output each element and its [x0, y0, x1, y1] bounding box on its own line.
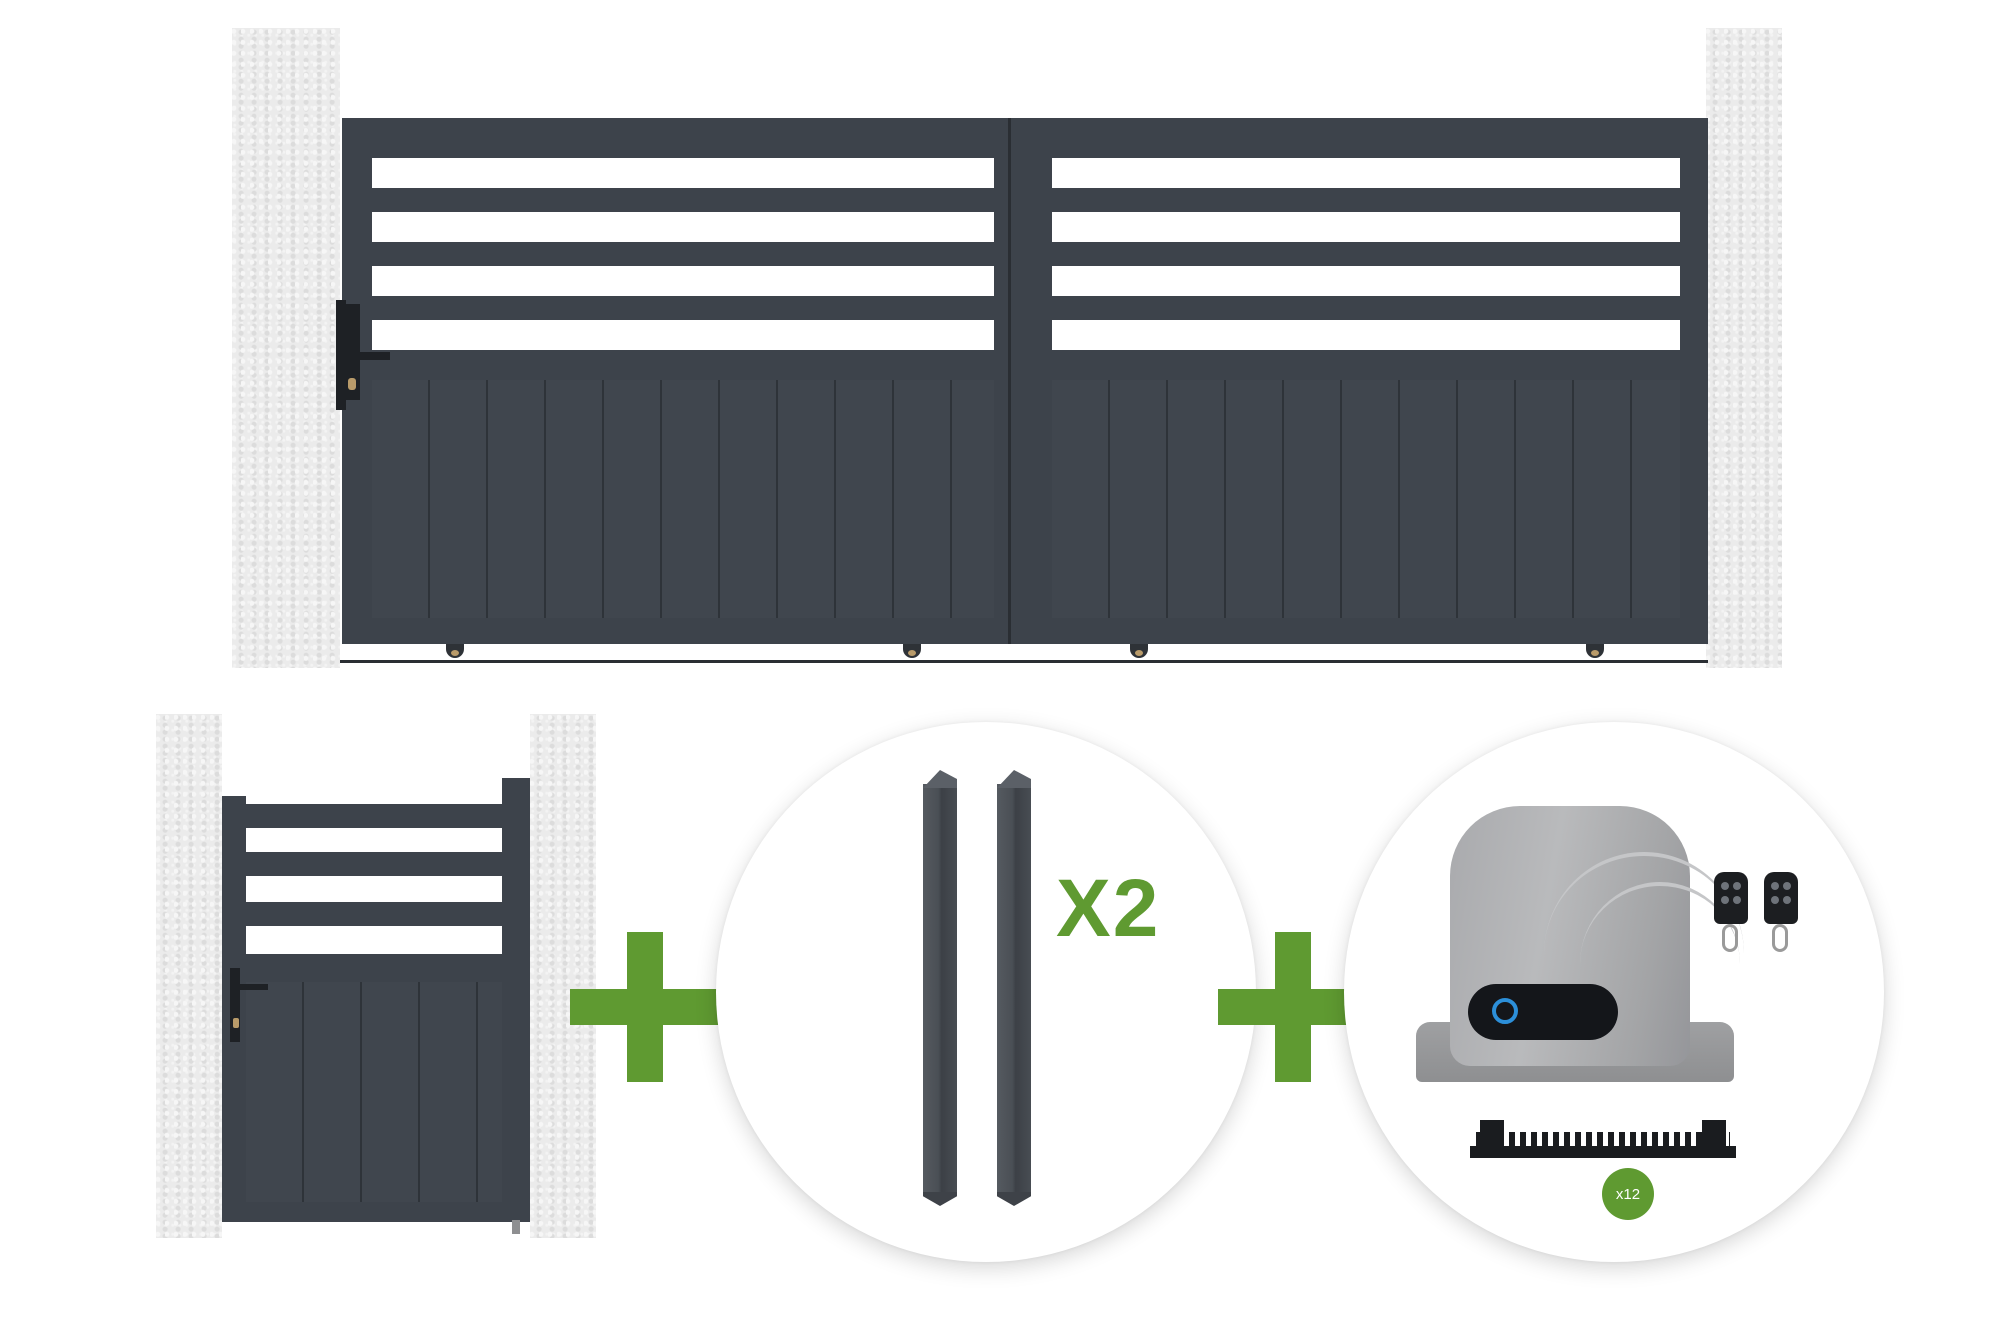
- gate-center-joint: [1008, 118, 1011, 644]
- gate-top-rail: [342, 118, 1010, 158]
- gate-mid-rail: [246, 954, 502, 982]
- gate-bottom-rail: [1010, 618, 1708, 644]
- ground-rail: [340, 660, 1708, 663]
- gear-rack-bracket: [1702, 1120, 1726, 1148]
- keyring-icon: [1722, 924, 1738, 952]
- gate-post-image: [923, 784, 957, 1194]
- gate-handle-lever: [236, 984, 268, 990]
- left-pillar: [156, 714, 222, 1238]
- gate-slat: [342, 188, 1010, 212]
- gate-wheel-icon: [1586, 644, 1604, 658]
- remote-control-icon: [1764, 872, 1798, 924]
- gate-slat: [246, 852, 502, 876]
- gate-slat: [342, 242, 1010, 266]
- gate-left-stile: [1010, 118, 1052, 644]
- motor-lock-icon: [1492, 998, 1518, 1024]
- gate-infill-panel: [372, 380, 994, 618]
- gate-latch-plate: [336, 300, 346, 410]
- gate-slat: [1010, 188, 1708, 212]
- sliding-gate-scene: [232, 28, 1782, 668]
- gate-wheel-icon: [903, 644, 921, 658]
- gate-top-rail: [1010, 118, 1708, 158]
- gate-slat: [1010, 296, 1708, 320]
- gate-handle-lever: [350, 352, 390, 360]
- gate-right-stile: [994, 118, 1010, 644]
- gate-slat: [1010, 242, 1708, 266]
- sliding-gate-right-leaf: [1010, 118, 1708, 644]
- gate-slat: [246, 902, 502, 926]
- motor-decor-stripe: [1580, 882, 1740, 1046]
- posts-quantity-label: X2: [1056, 863, 1161, 954]
- gate-mid-rail: [342, 350, 1010, 380]
- sliding-gate-left-leaf: [342, 118, 1010, 644]
- gate-top-rail: [246, 804, 502, 828]
- gate-bottom-rail: [246, 1202, 502, 1222]
- gear-rack-image: [1470, 1146, 1736, 1158]
- gate-infill-panel: [246, 982, 502, 1202]
- keyhole-icon: [348, 378, 356, 390]
- remote-control-icon: [1714, 872, 1748, 924]
- plus-icon: [1218, 932, 1368, 1082]
- gate-right-post: [502, 778, 530, 1222]
- motor-release-handle: [1468, 984, 1618, 1040]
- gear-rack-teeth: [1476, 1132, 1730, 1146]
- gate-post-image: [997, 784, 1031, 1194]
- gate-handle-icon: [230, 968, 240, 1042]
- right-pillar: [530, 714, 596, 1238]
- gate-hinge-pin: [512, 1220, 520, 1234]
- gate-bottom-rail: [342, 618, 1010, 644]
- keyhole-icon: [233, 1018, 239, 1028]
- gate-wheel-icon: [446, 644, 464, 658]
- right-pillar: [1706, 28, 1782, 668]
- gate-right-stile: [1680, 118, 1708, 644]
- gate-mid-rail: [1010, 350, 1708, 380]
- motor-kit-circle: x12: [1344, 722, 1884, 1262]
- gate-wheel-icon: [1130, 644, 1148, 658]
- posts-bundle-circle: X2: [716, 722, 1256, 1262]
- motor-decor-stripe: [1544, 852, 1744, 1056]
- gate-infill-panel: [1052, 380, 1680, 618]
- keyring-icon: [1772, 924, 1788, 952]
- plus-icon: [570, 932, 720, 1082]
- pedestrian-gate: [222, 778, 530, 1222]
- gate-slat: [342, 296, 1010, 320]
- rack-quantity-badge: x12: [1602, 1168, 1654, 1220]
- gear-rack-bracket: [1480, 1120, 1504, 1148]
- pedestrian-gate-scene: [0, 700, 610, 1260]
- left-pillar: [232, 28, 340, 668]
